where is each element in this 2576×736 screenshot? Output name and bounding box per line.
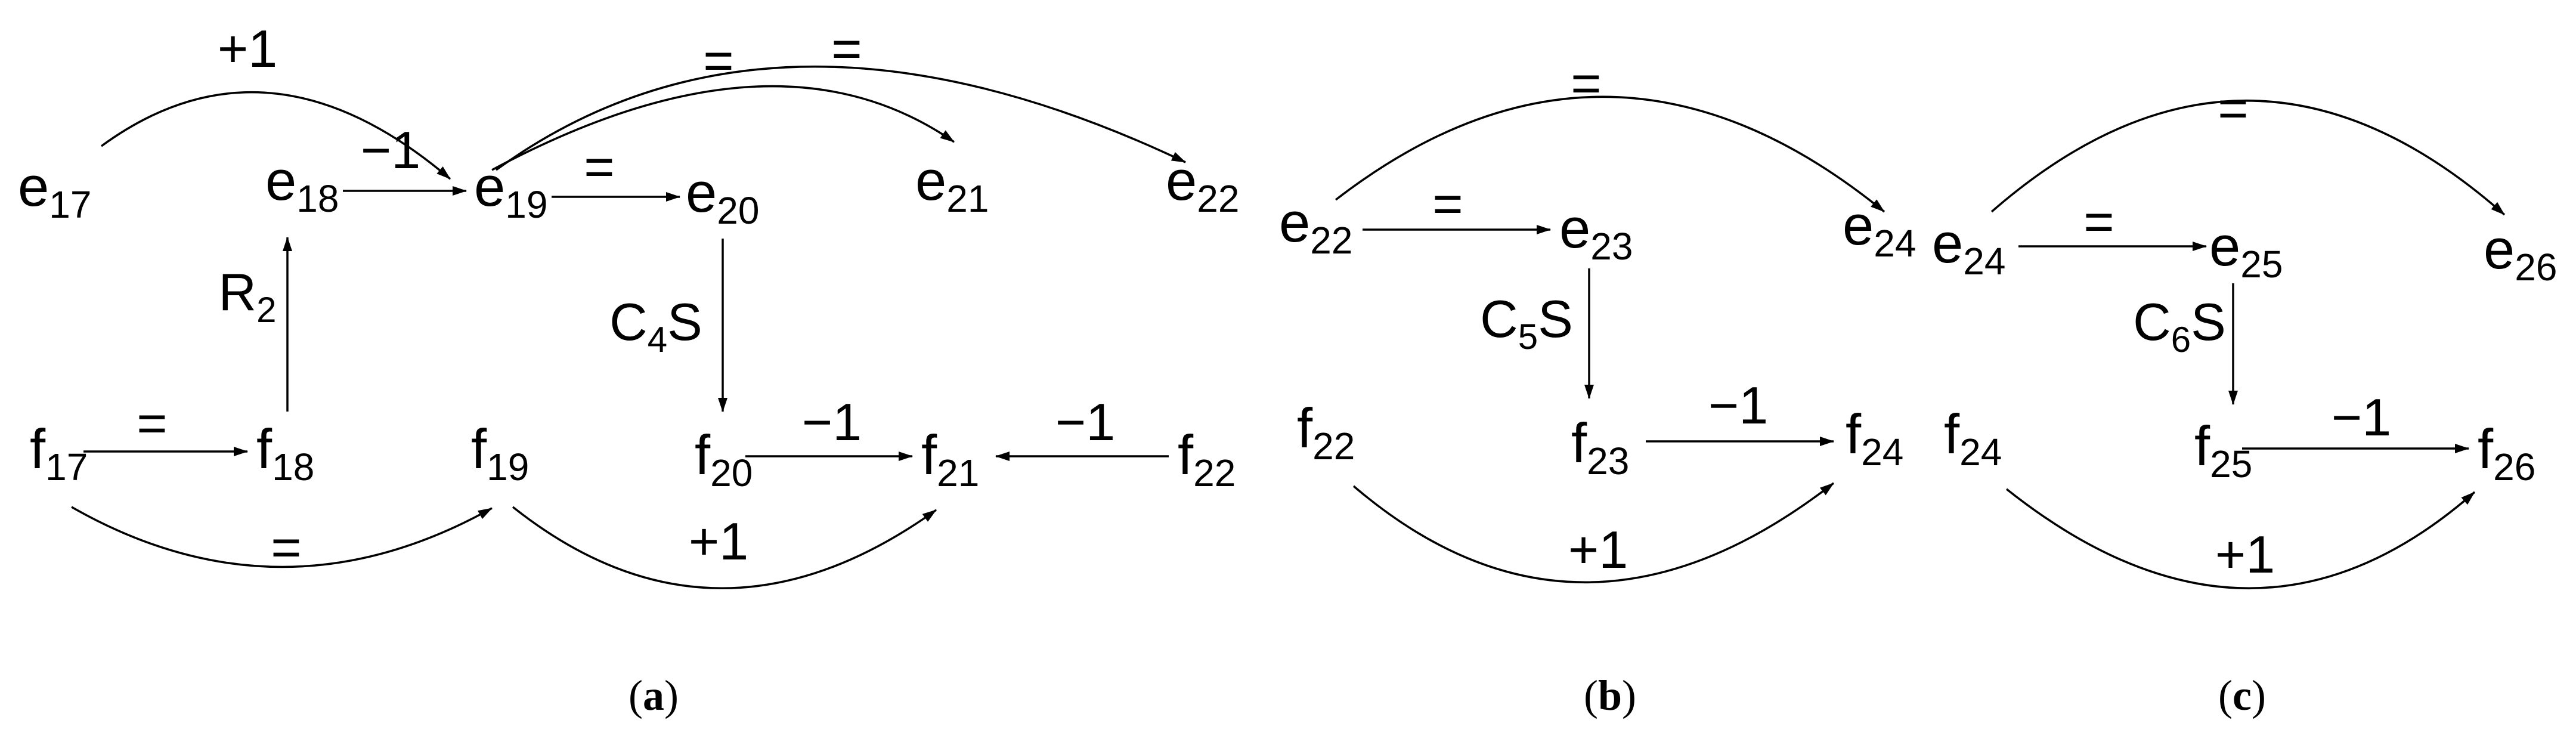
edge-e17-e19	[100, 91, 451, 180]
edge-label-f22-f21: −1	[1055, 392, 1115, 452]
node-e21: e21	[915, 149, 989, 220]
edge-label-f23-f24: −1	[1708, 376, 1768, 435]
edge-label-f24-f26: +1	[2215, 525, 2275, 584]
edge-f22-f24	[1352, 482, 1835, 583]
node-e24: e24	[1932, 212, 2005, 283]
edge-label-e18-e19: −1	[361, 120, 420, 180]
node-f23: f23	[1571, 412, 1629, 483]
edge-f24-f26	[2005, 488, 2476, 589]
edge-label-e25-f25: C6S	[2133, 292, 2226, 360]
node-f22: f22	[1178, 423, 1236, 494]
edge-label-e19-e21: =	[703, 31, 733, 90]
caption-a: (a)	[628, 672, 679, 719]
node-f22: f22	[1297, 397, 1355, 468]
edge-label-f20-f21: −1	[802, 392, 862, 452]
caption-b: (b)	[1584, 672, 1636, 719]
edge-e24-e26	[1990, 100, 2506, 216]
node-f26: f26	[2478, 418, 2535, 488]
node-f21: f21	[921, 423, 979, 494]
node-e17: e17	[18, 155, 91, 226]
edge-label-e20-f20: C4S	[609, 292, 702, 360]
panel-a: +1 −1 = = = R2 C4S = −1 −1 = +1 e17 e18 …	[18, 19, 1239, 719]
edge-label-e24-e26: =	[2218, 79, 2248, 138]
edge-label-e24-e25: =	[2083, 192, 2114, 251]
node-e22: e22	[1166, 149, 1239, 220]
node-e22: e22	[1279, 191, 1352, 262]
edge-label-f19-f21: +1	[689, 512, 748, 571]
edge-label-f22-f24: +1	[1568, 520, 1628, 579]
node-f17: f17	[30, 418, 88, 488]
edge-label-e17-e19: +1	[218, 19, 277, 78]
node-e18: e18	[265, 149, 339, 220]
edge-e22-e24	[1335, 95, 1885, 213]
node-f19: f19	[471, 418, 529, 488]
node-f20: f20	[695, 423, 753, 494]
node-f18: f18	[256, 418, 314, 488]
edge-label-f18-e18: R2	[219, 262, 277, 330]
node-e20: e20	[686, 161, 759, 232]
edge-label-e23-f23: C5S	[1480, 289, 1573, 357]
node-f25: f25	[2194, 415, 2252, 485]
edge-label-e19-e22: =	[831, 19, 862, 78]
panel-b: = = C5S −1 +1 e22 e23 e24 f22 f23 f24 (b…	[1279, 54, 1916, 719]
edge-f17-f19	[71, 506, 493, 568]
edge-label-e22-e24: =	[1571, 54, 1601, 113]
panel-c: = = C6S −1 +1 e24 e25 e26 f24 f25 f26 (c…	[1932, 79, 2557, 719]
node-e25: e25	[2209, 215, 2283, 286]
edge-label-f25-f26: −1	[2332, 388, 2391, 447]
node-f24: f24	[1944, 403, 2002, 474]
edge-e19-e22	[495, 66, 1186, 171]
edge-label-e22-e23: =	[1432, 174, 1463, 233]
node-e26: e26	[2484, 218, 2557, 289]
node-e24: e24	[1843, 194, 1916, 265]
caption-c: (c)	[2218, 672, 2266, 719]
edge-e19-e21	[491, 85, 955, 171]
node-e23: e23	[1559, 197, 1633, 268]
node-e19: e19	[474, 155, 547, 226]
edge-label-f17-f19: =	[271, 518, 301, 577]
edge-label-f17-f18: =	[137, 394, 167, 453]
node-f24: f24	[1846, 403, 1903, 474]
edge-label-e19-e20: =	[584, 137, 614, 196]
edge-f19-f21	[512, 506, 937, 589]
